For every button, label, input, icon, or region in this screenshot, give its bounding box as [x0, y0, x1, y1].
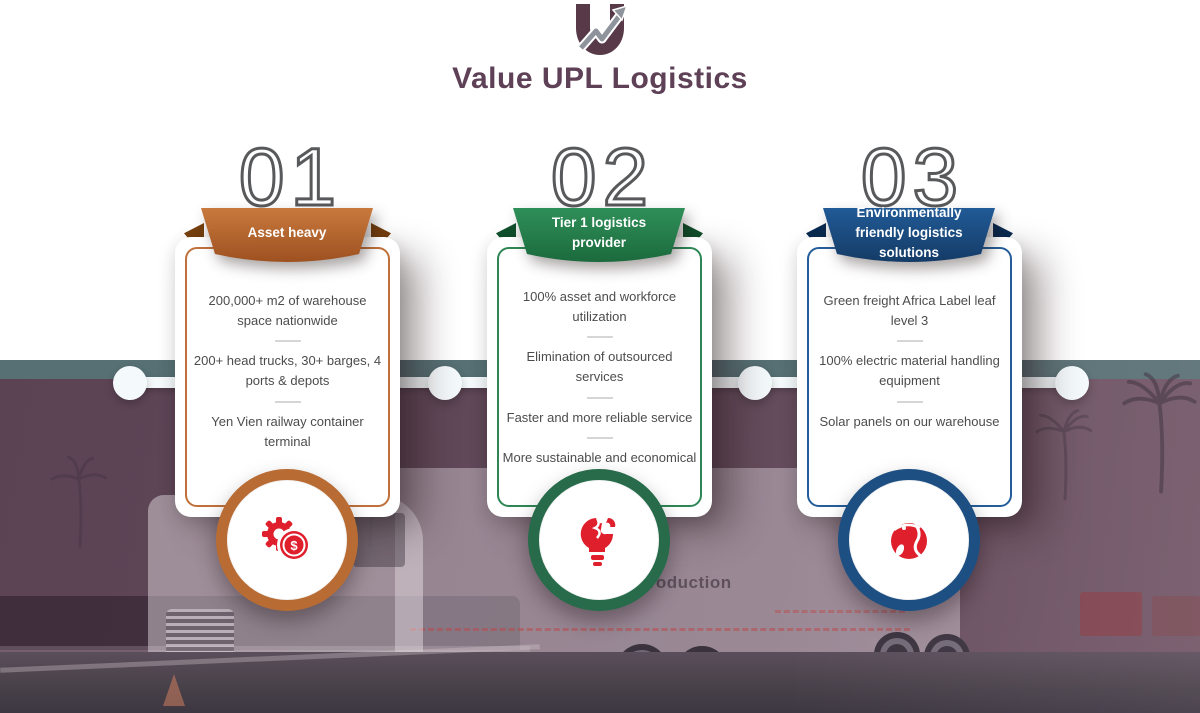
card-ribbon: Environmentally friendly logistics solut…	[823, 204, 995, 270]
card-item: Solar panels on our warehouse	[819, 413, 1000, 429]
palm-tree-silhouette	[1122, 372, 1197, 494]
card-item: Faster and more reliable service	[506, 409, 693, 425]
item-separator	[274, 340, 301, 343]
svg-text:$: $	[290, 538, 298, 553]
item-separator	[274, 400, 301, 403]
card-ribbon: Tier 1 logistics provider	[513, 208, 685, 270]
card-item: 100% electric material handling equipmen…	[819, 353, 1000, 389]
step-number-3: 03	[859, 132, 965, 223]
step-number-2: 02	[549, 132, 655, 223]
card-item: 200+ head trucks, 30+ barges, 4 ports & …	[193, 353, 382, 389]
card-item: Elimination of outsourced services	[526, 349, 673, 385]
card-item: Yen Vien railway container terminal	[211, 413, 364, 449]
card-item: 100% asset and workforce utilization	[522, 289, 677, 325]
palm-tree-silhouette	[50, 455, 108, 548]
item-separator	[896, 400, 923, 403]
photo-distant-truck	[1152, 596, 1200, 636]
card-title: Tier 1 logistics provider	[551, 214, 647, 250]
connector-dot	[738, 366, 772, 400]
item-separator	[896, 340, 923, 343]
lightbulb-puzzle-icon	[528, 469, 670, 611]
trailer-stripe	[775, 610, 905, 613]
palm-tree-silhouette	[1035, 409, 1093, 501]
connector-dot	[428, 366, 462, 400]
photo-distant-truck	[1080, 592, 1142, 636]
info-card-environment: 03 Green freight Africa Label leaf level…	[797, 135, 1022, 611]
step-number-1: 01	[237, 132, 343, 223]
card-ribbon: Asset heavy	[201, 208, 373, 270]
photo-road	[0, 652, 1200, 713]
company-logo	[0, 2, 1200, 63]
info-card-tier1-provider: 02 100% asset and workforce utilization …	[487, 135, 712, 611]
item-separator	[586, 436, 613, 439]
globe-icon	[838, 469, 980, 611]
page-title: Value UPL Logistics	[452, 62, 748, 95]
info-card-asset-heavy: 01 200,000+ m2 of warehouse space nation…	[175, 135, 400, 611]
traffic-cone	[163, 674, 185, 706]
card-title: Environmentally friendly logistics solut…	[855, 204, 963, 261]
gear-dollar-icon: $	[216, 469, 358, 611]
card-item: 200,000+ m2 of warehouse space nationwid…	[208, 293, 367, 329]
connector-bar	[130, 377, 182, 388]
connector-dot	[1055, 366, 1089, 400]
connector-bar	[1016, 377, 1072, 388]
card-item: Green freight Africa Label leaf level 3	[823, 293, 996, 329]
trailer-stripe	[410, 628, 910, 631]
item-separator	[586, 336, 613, 339]
logo-u-arrow-icon	[576, 4, 629, 55]
card-title: Asset heavy	[247, 224, 327, 240]
connector-dot	[113, 366, 147, 400]
truck-side-window	[353, 513, 405, 567]
item-separator	[586, 396, 613, 399]
card-panel: Green freight Africa Label leaf level 3 …	[797, 237, 1022, 517]
